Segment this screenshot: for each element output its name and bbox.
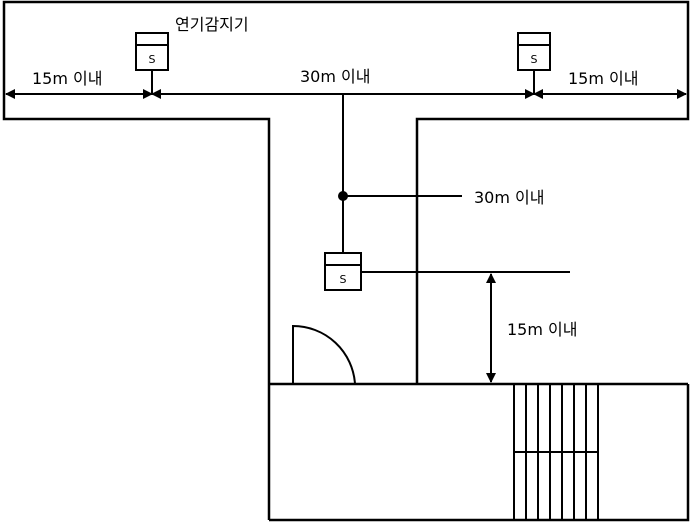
smoke-detector-right: S [517,32,551,71]
lower-room-wall [269,384,690,522]
detector-corridor-symbol: S [340,273,347,286]
vertical-distance-label: 15m 이내 [507,320,577,339]
smoke-detector-left: S [135,32,169,71]
detector-label: 연기감지기 [175,15,249,34]
detector-left-symbol: S [149,53,156,66]
top-distance-label: 30m 이내 [300,67,370,86]
branch-distance-label: 30m 이내 [474,188,544,207]
detector-right-symbol: S [531,53,538,66]
upper-hall-wall [2,0,690,520]
staircase-icon [513,384,599,520]
smoke-detector-corridor: S [324,252,362,291]
left-distance-label: 15m 이내 [32,69,102,88]
right-distance-label: 15m 이내 [568,69,638,88]
door-icon [292,324,356,385]
